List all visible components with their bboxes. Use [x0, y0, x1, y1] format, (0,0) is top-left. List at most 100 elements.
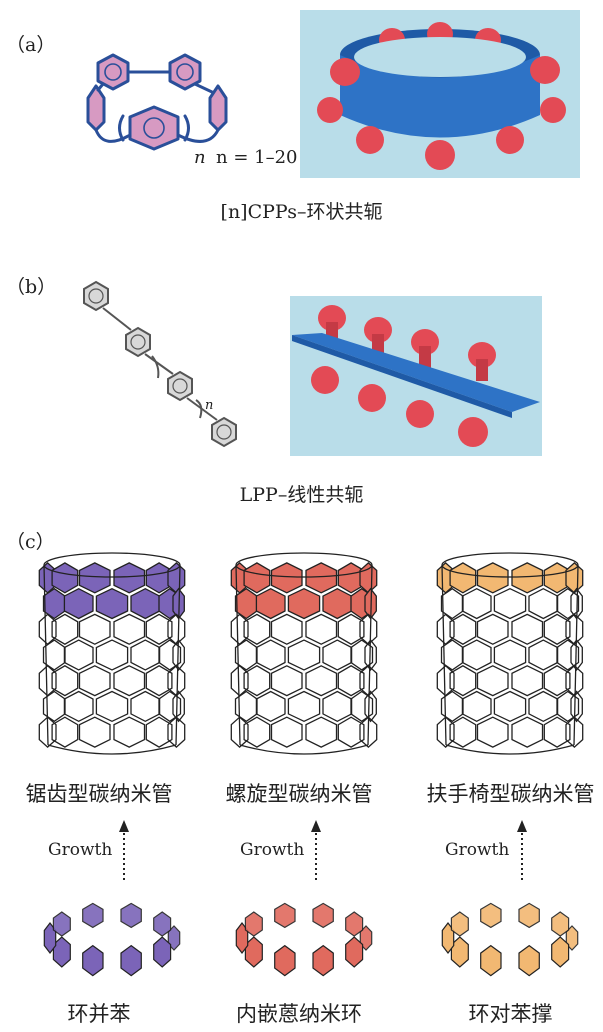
tube-hexagon: [78, 716, 111, 748]
cpp-n-range: n = 1–20: [216, 147, 298, 168]
tube-hexagon: [305, 613, 338, 645]
tube-hexagon: [322, 587, 353, 620]
tube-hexagon: [270, 613, 303, 645]
tube-hexagon: [167, 664, 186, 697]
tube-edge: [367, 564, 373, 746]
tube-hexagon: [565, 562, 584, 594]
tube-edge: [573, 564, 579, 746]
tube-hexagon: [305, 716, 338, 748]
lpp-hexagon: [167, 370, 193, 402]
tube-hexagon: [38, 664, 57, 697]
tube-hexagon: [359, 664, 378, 697]
tube-edge: [441, 564, 447, 746]
panel-a-label: （a）: [6, 34, 56, 56]
tube-hexagon: [461, 690, 492, 723]
ring-hexagon: [153, 911, 172, 937]
tube-hexagon: [528, 587, 559, 620]
tube-hexagon: [350, 639, 374, 671]
zigzag-tube-name: 锯齿型碳纳米管: [25, 782, 173, 806]
tube-hexagon: [461, 639, 492, 671]
growth-label-3: Growth: [445, 840, 510, 860]
tube-hexagon: [364, 690, 377, 723]
tube-hexagon: [78, 562, 111, 594]
lpp-hexagon: [211, 416, 237, 448]
ring-hexagon: [345, 911, 364, 937]
tube-hexagon: [243, 562, 271, 594]
tube-hexagon: [337, 665, 365, 697]
tube-hexagon: [305, 562, 338, 594]
tube-hexagon: [565, 664, 584, 697]
ring-hexagon: [120, 902, 142, 929]
ring-hexagon: [52, 911, 71, 937]
tube-hexagon: [130, 690, 161, 723]
tube-hexagon: [38, 716, 57, 748]
chiral-tube-name: 螺旋型碳纳米管: [225, 782, 373, 806]
tube-hexagon: [493, 639, 527, 671]
tube-hexagon: [230, 716, 249, 748]
tube-hexagon: [449, 716, 477, 748]
tube-hexagon: [543, 613, 571, 645]
tube-hexagon: [270, 665, 303, 697]
anthracene-nanoring-name: 内嵌蒽纳米环: [236, 1002, 362, 1026]
cycloacene-name: 环并苯: [67, 1002, 131, 1026]
ring-hexagon: [345, 936, 364, 968]
tube-hexagon: [556, 587, 580, 620]
ring-hexagon: [518, 944, 540, 977]
cpp-structure: [86, 53, 228, 151]
tube-hexagon: [243, 613, 271, 645]
panel-b-label: （b）: [6, 276, 57, 298]
tube-hexagon: [243, 716, 271, 748]
tube-hexagon: [230, 613, 249, 646]
ring-hexagon: [450, 911, 469, 937]
tube-hexagon: [287, 587, 321, 620]
ring-hexagon: [518, 902, 540, 929]
tube-hexagon: [359, 562, 378, 594]
tube-hexagon: [449, 613, 477, 645]
growth-arrow-head: [119, 820, 129, 832]
tube-hexagon: [63, 690, 94, 723]
tube-hexagon: [322, 639, 353, 671]
tube-hexagon: [95, 639, 129, 671]
tube-hexagon: [436, 613, 455, 646]
tube-hexagon: [172, 690, 185, 723]
tube-hexagon: [556, 690, 580, 723]
tube-hexagon: [158, 639, 182, 671]
tube-hexagon: [145, 716, 173, 748]
tube-hexagon: [449, 562, 477, 594]
tube-hexagon: [436, 664, 455, 697]
tube-hexagon: [51, 665, 79, 697]
tube-hexagon: [255, 587, 286, 620]
tube-hexagon: [172, 639, 185, 671]
tube-hexagon: [493, 690, 527, 723]
cpp-orbital-model: [300, 10, 580, 178]
tube-hexagon: [570, 690, 583, 723]
cpp-hexagon: [168, 53, 202, 91]
panel-b-caption: LPP–线性共轭: [239, 484, 364, 506]
tube-hexagon: [167, 562, 186, 594]
tube-hexagon: [476, 613, 509, 645]
tube-hexagon: [493, 587, 527, 620]
tube-hexagon: [130, 587, 161, 620]
tube-hexagon: [63, 587, 94, 620]
tube-hexagon: [51, 716, 79, 748]
ring-hexagon: [82, 944, 104, 977]
tube-hexagon: [322, 690, 353, 723]
armchair-tube-name: 扶手椅型碳纳米管: [426, 782, 595, 806]
ring-hexagon: [480, 944, 502, 977]
tube-hexagon: [243, 665, 271, 697]
cpp-n-subscript: n: [194, 147, 206, 168]
tube-hexagon: [511, 665, 544, 697]
tube-hexagon: [461, 587, 492, 620]
tube-hexagon: [63, 639, 94, 671]
ring-hexagon: [551, 911, 570, 937]
cpp-hexagon: [128, 105, 180, 151]
tube-hexagon: [364, 639, 377, 671]
tube-hexagon: [113, 613, 146, 645]
tube-hexagon: [167, 716, 186, 748]
panel-c-label: （c）: [6, 531, 55, 553]
tube-hexagon: [476, 562, 509, 594]
tube-hexagon: [359, 613, 378, 646]
tube-hexagon: [528, 639, 559, 671]
ring-hexagon: [274, 944, 296, 977]
tube-hexagon: [565, 613, 584, 646]
